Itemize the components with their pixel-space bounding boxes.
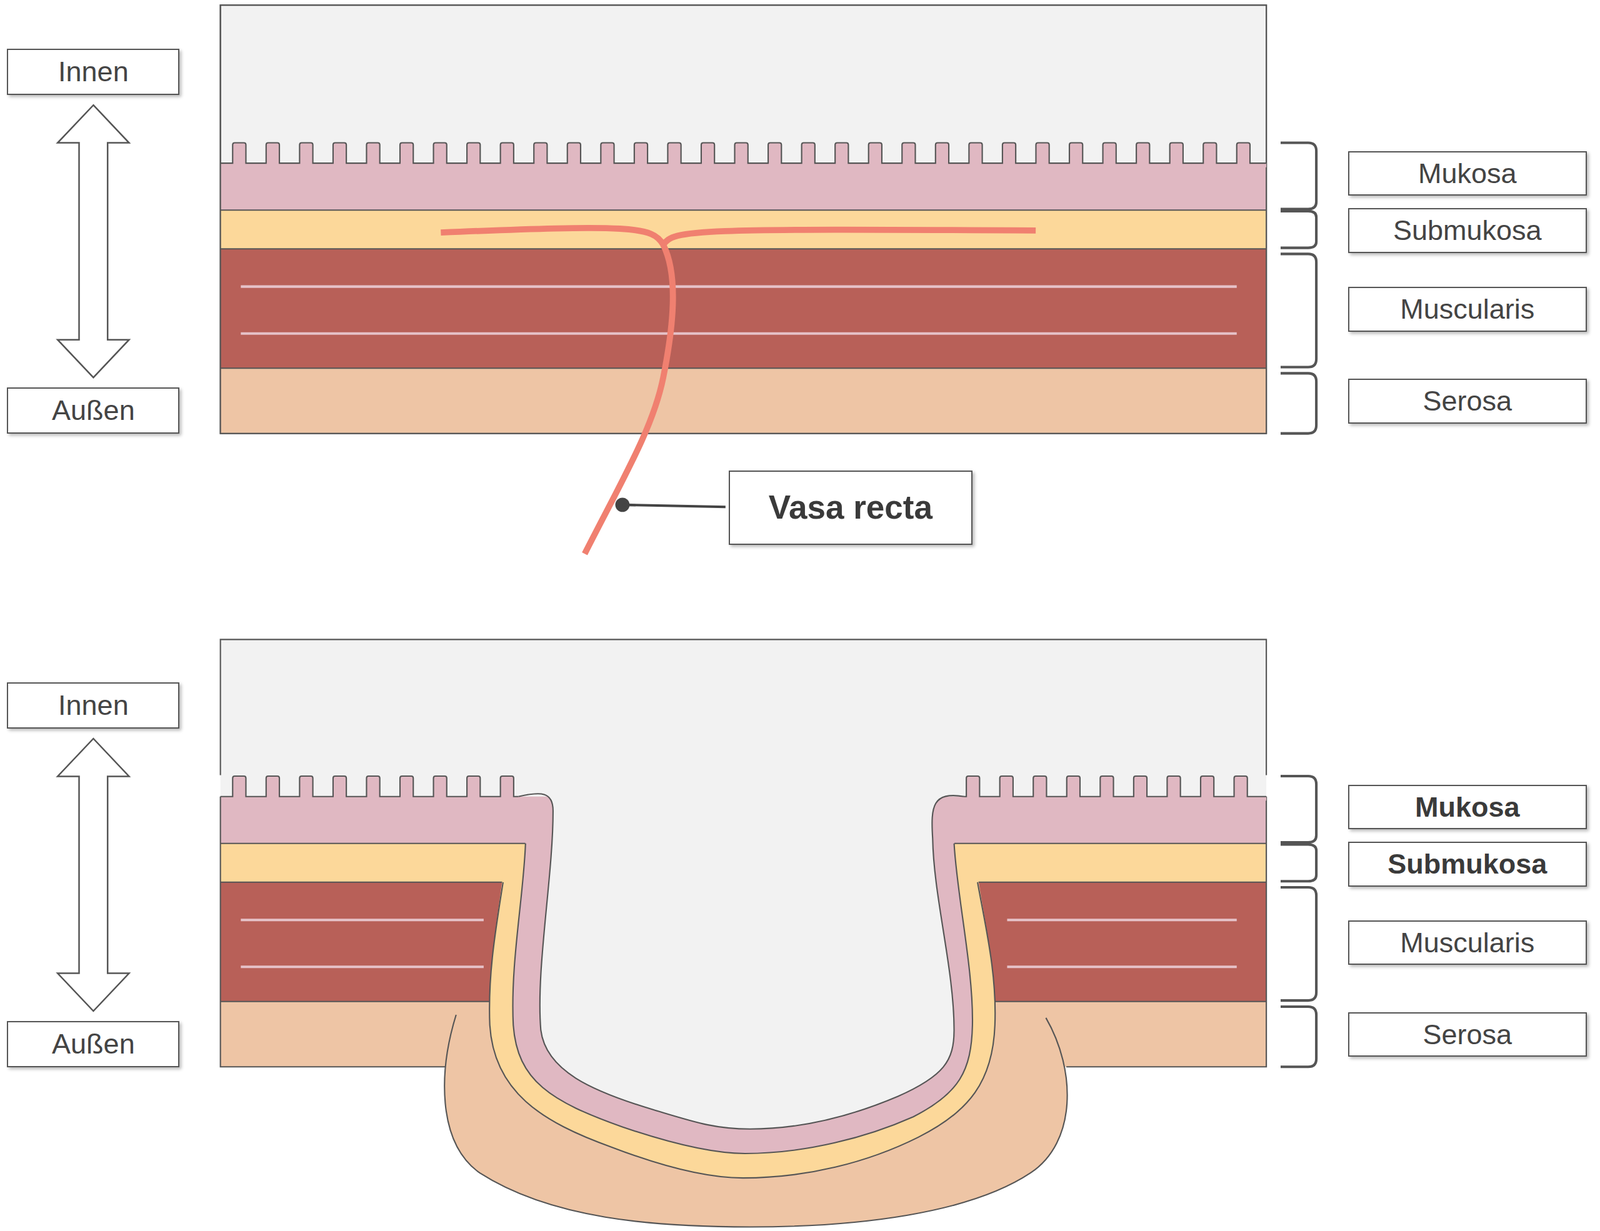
side-label: Außen: [6, 1021, 180, 1067]
lumen-pouch: [518, 793, 964, 1130]
vessel-branch: [663, 230, 1036, 245]
villus-outline: [964, 776, 1267, 797]
villus-outline: [220, 776, 519, 797]
villus-fill: [964, 776, 1267, 801]
villi: [220, 776, 1267, 801]
label-text: Außen: [51, 395, 135, 427]
layer-label: Submukosa: [1348, 841, 1587, 887]
villus-fill: [220, 776, 519, 801]
layer-label: Serosa: [1348, 378, 1587, 424]
double-arrow: [57, 738, 129, 1012]
side-label: Innen: [6, 48, 180, 95]
side-label: Außen: [6, 387, 180, 434]
layer-label: Mukosa: [1348, 151, 1587, 197]
villus-fill: [220, 143, 1267, 168]
label-text: Innen: [58, 56, 129, 88]
layer-label: Serosa: [1348, 1012, 1587, 1058]
intact-wall: [220, 5, 1267, 554]
label-text: Muscularis: [1400, 293, 1535, 325]
double-arrow: [57, 105, 129, 378]
layer-brackets: [1280, 143, 1317, 1068]
label-text: Submukosa: [1387, 848, 1547, 880]
layer-label: Muscularis: [1348, 920, 1587, 966]
callout-box: Vasa recta: [728, 470, 973, 545]
leader-line: [622, 505, 726, 507]
label-text: Submukosa: [1393, 215, 1542, 247]
label-text: Muscularis: [1400, 927, 1535, 959]
label-text: Außen: [51, 1028, 135, 1060]
layer-label: Mukosa: [1348, 785, 1587, 830]
label-text: Vasa recta: [768, 489, 933, 526]
label-text: Mukosa: [1415, 791, 1520, 824]
muscularis-layer: [220, 248, 1267, 369]
label-text: Innen: [58, 690, 129, 722]
layer-label: Muscularis: [1348, 286, 1587, 332]
label-text: Serosa: [1422, 385, 1512, 417]
label-text: Serosa: [1422, 1019, 1512, 1051]
villus-outline: [220, 143, 1267, 164]
villi: [220, 143, 1267, 168]
layer-label: Submukosa: [1348, 208, 1587, 254]
label-text: Mukosa: [1418, 158, 1517, 190]
lumen: [220, 5, 1267, 434]
side-label: Innen: [6, 682, 180, 729]
serosa-layer: [220, 368, 1267, 434]
submucosa-layer: [220, 210, 1267, 249]
mucosa-layer: [220, 163, 1267, 210]
diverticulum-wall: [220, 639, 1267, 1227]
